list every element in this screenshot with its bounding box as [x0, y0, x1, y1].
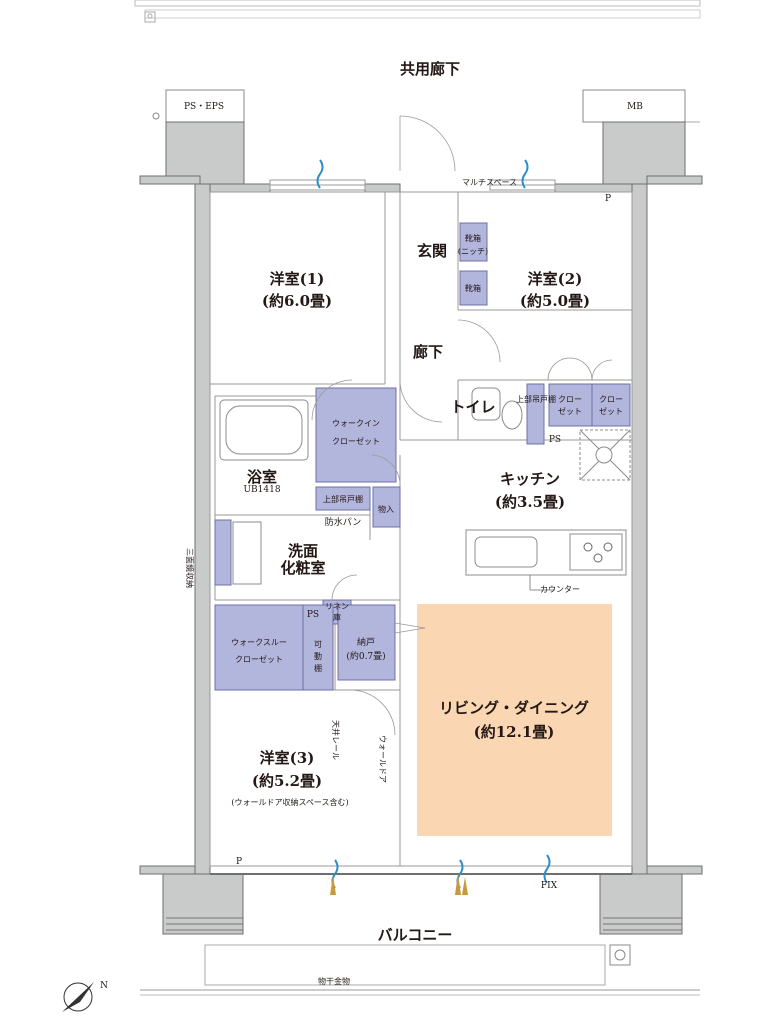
- living-dining-name: リビング・ダイニング: [439, 699, 589, 717]
- room1-size: (約6.0畳): [262, 292, 332, 310]
- mirror-cabinet: [214, 519, 232, 586]
- room3-size: (約5.2畳): [252, 772, 322, 790]
- wash-room-label-2: 化粧室: [280, 559, 325, 577]
- plant-icons: [330, 873, 468, 895]
- top-railing: [134, 0, 701, 23]
- closet-a-label-2: ゼット: [558, 406, 582, 416]
- closet-b: [591, 383, 631, 427]
- closet-a: [548, 383, 593, 427]
- room3-note: (ウォールドア収納スペース含む): [231, 797, 348, 807]
- upper-cabinet-toilet: [526, 383, 545, 445]
- column-top-left: [165, 121, 245, 185]
- walkthrough-closet-label: ウォークスルー: [231, 638, 287, 647]
- toilet-fixture: [471, 387, 523, 430]
- balcony-railing: [140, 944, 700, 996]
- walk-in-closet: [315, 387, 397, 483]
- ceiling-rail-label: 天井レール: [331, 720, 341, 760]
- shoe-niche: [459, 222, 488, 262]
- nando-size-label: (約0.7畳): [346, 650, 385, 662]
- mb-label: MB: [627, 102, 643, 112]
- kitchen-counter: [465, 529, 627, 591]
- north-compass-icon: [62, 982, 94, 1012]
- movable-shelf-label-3: 棚: [314, 663, 322, 673]
- stove-burners-icon: [583, 542, 613, 563]
- shoe-niche-label-2: (ニッチ): [458, 247, 488, 256]
- bath-label: 浴室: [247, 468, 277, 486]
- mirror-cabinet-label: 三面鏡収納: [185, 548, 195, 588]
- room2-name: 洋室(2): [528, 270, 583, 288]
- movable-shelf: [302, 604, 334, 691]
- north-label: N: [100, 981, 108, 991]
- column-bottom-left: [162, 873, 244, 935]
- walkin-closet-label-2: クローゼット: [332, 436, 380, 446]
- doors: [311, 115, 613, 736]
- interior-walls: [209, 191, 633, 867]
- bathtub: [219, 399, 309, 461]
- linen-label-2: 庫: [333, 612, 341, 622]
- linen-label: リネン: [325, 602, 349, 611]
- walkthrough-closet-label-2: クローゼット: [235, 654, 283, 664]
- common-corridor-label: 共用廊下: [400, 60, 460, 78]
- nando-label: 納戸: [357, 636, 375, 648]
- column-top-right: [602, 121, 686, 185]
- toilet-label: トイレ: [450, 398, 495, 416]
- outer-walls: [139, 175, 703, 875]
- counter-label: カウンター: [540, 585, 580, 594]
- wash-room-label: 洗面: [288, 542, 318, 560]
- bath-ub-label: UB1418: [243, 485, 280, 495]
- genkan-label: 玄関: [417, 242, 447, 260]
- multi-space-label: マルチスペース: [462, 178, 517, 187]
- nando: [337, 604, 396, 681]
- shoe-box: [459, 270, 488, 306]
- hallway-label: 廊下: [413, 343, 443, 361]
- closet-b-label: クロー: [599, 395, 623, 404]
- upper-cabinet-bath: [315, 486, 371, 511]
- shoe-box-label: 靴箱: [465, 283, 481, 293]
- closet-a-label: クロー: [558, 395, 582, 404]
- wall-door-label: ウォールドア: [378, 735, 387, 783]
- ps-label-kitchen: PS: [549, 435, 561, 445]
- walkin-closet-label: ウォークイン: [332, 419, 380, 428]
- room3-name: 洋室(3): [260, 749, 315, 767]
- movable-shelf-label-2: 動: [314, 652, 322, 661]
- p-label-bottom: P: [236, 857, 242, 867]
- fix-label: FIX: [541, 881, 558, 891]
- balcony-label: バルコニー: [378, 926, 453, 944]
- column-hatching: [166, 917, 682, 931]
- storage-box: [372, 486, 401, 528]
- wash-basin: [232, 521, 262, 585]
- movable-shelf-label: 可: [314, 640, 322, 649]
- upper-cabinet-bath-label: 上部吊戸棚: [323, 494, 363, 504]
- room1-name: 洋室(1): [270, 270, 325, 288]
- kitchen-size: (約3.5畳): [495, 493, 565, 511]
- ps-label-linen: PS: [307, 610, 319, 620]
- fridge-space: [579, 429, 631, 481]
- storage-label: 物入: [378, 504, 394, 514]
- p-label-top: P: [605, 194, 611, 204]
- laundry-hardware-label: 物干金物: [318, 976, 350, 986]
- shoe-niche-label: 靴箱: [465, 233, 481, 243]
- waterproof-pan-label: 防水パン: [325, 516, 361, 528]
- kitchen-name: キッチン: [500, 470, 560, 488]
- living-dining-size: (約12.1畳): [474, 723, 555, 741]
- living-dining-area: [417, 604, 612, 836]
- ps-eps-label: PS・EPS: [184, 102, 224, 112]
- column-bottom-right: [599, 873, 683, 935]
- closet-b-label-2: ゼット: [599, 406, 623, 416]
- upper-cabinet-toilet-label: 上部吊戸棚: [516, 394, 556, 404]
- room2-size: (約5.0畳): [520, 292, 590, 310]
- ac-icons: [316, 159, 551, 889]
